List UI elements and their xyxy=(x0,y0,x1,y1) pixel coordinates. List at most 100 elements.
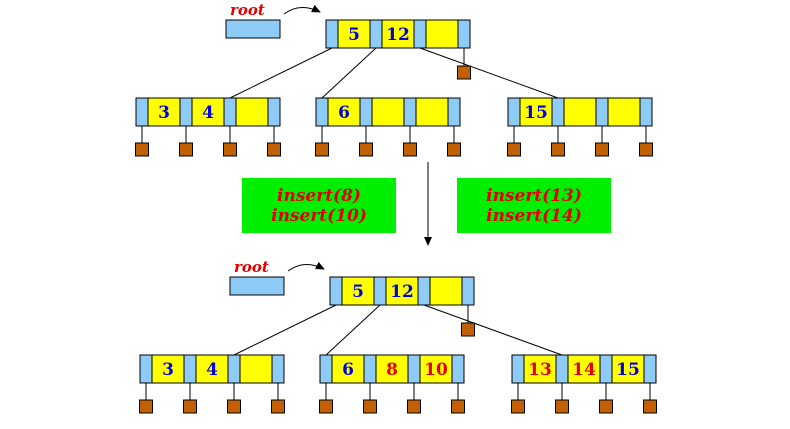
leaf-node: 6 xyxy=(315,97,461,127)
key-slot xyxy=(429,276,463,306)
tree-edge xyxy=(321,47,377,99)
key-value: 10 xyxy=(424,360,448,380)
tree-edge xyxy=(419,47,559,99)
child-pointer xyxy=(599,399,613,414)
key-slot xyxy=(337,19,371,49)
key-slot xyxy=(375,354,409,384)
pointer-slot xyxy=(359,97,373,127)
tree-edge xyxy=(229,47,333,99)
child-pointer xyxy=(457,65,471,80)
child-pointer xyxy=(595,142,609,157)
root-pointer-box xyxy=(225,19,281,39)
key-value: 13 xyxy=(528,360,552,380)
pointer-slot xyxy=(555,354,569,384)
pointer-slot xyxy=(223,97,237,127)
root-pointer-box xyxy=(229,276,285,296)
key-slot xyxy=(607,97,641,127)
pointer-slot xyxy=(511,354,525,384)
pointer-slot xyxy=(315,97,329,127)
pointer-slot xyxy=(639,97,653,127)
leaf-node: 6 8 10 xyxy=(319,354,465,384)
child-pointer xyxy=(223,142,237,157)
key-value: 4 xyxy=(202,103,214,123)
key-value: 5 xyxy=(348,25,360,45)
pointer-slot xyxy=(329,276,343,306)
pointer-slot xyxy=(267,97,281,127)
pointer-slot xyxy=(271,354,285,384)
pointer-slot xyxy=(599,354,613,384)
pointer-slot xyxy=(643,354,657,384)
pointer-slot xyxy=(417,276,431,306)
child-pointer xyxy=(451,399,465,414)
operation-box-left: insert(8) insert(10) xyxy=(242,178,396,233)
pointer-slot xyxy=(135,97,149,127)
operation-line: insert(13) xyxy=(486,185,582,206)
child-pointer xyxy=(271,399,285,414)
child-pointer xyxy=(227,399,241,414)
key-value: 6 xyxy=(342,360,354,380)
root-node: 5 12 xyxy=(329,276,475,306)
child-pointer xyxy=(179,142,193,157)
pointer-slot xyxy=(325,19,339,49)
child-pointer xyxy=(643,399,657,414)
key-slot xyxy=(341,276,375,306)
child-pointer xyxy=(555,399,569,414)
key-value: 3 xyxy=(158,103,170,123)
key-slot xyxy=(239,354,273,384)
child-pointer xyxy=(461,322,475,337)
pointer-slot xyxy=(595,97,609,127)
operation-box-right: insert(13) insert(14) xyxy=(457,178,611,233)
root-pointer-arrow xyxy=(283,4,321,15)
key-slot xyxy=(327,97,361,127)
key-slot xyxy=(523,354,557,384)
root-label: root xyxy=(230,1,265,19)
child-pointer xyxy=(507,142,521,157)
key-value: 6 xyxy=(338,103,350,123)
key-value: 14 xyxy=(572,360,596,380)
key-slot xyxy=(381,19,415,49)
key-value: 8 xyxy=(386,360,398,380)
child-pointer xyxy=(407,399,421,414)
tree-edge xyxy=(325,304,381,356)
key-slot xyxy=(235,97,269,127)
key-value: 4 xyxy=(206,360,218,380)
tree-edge xyxy=(423,304,563,356)
key-slot xyxy=(567,354,601,384)
child-pointer xyxy=(447,142,461,157)
root-pointer-arrow xyxy=(287,261,325,272)
root-label: root xyxy=(234,258,269,276)
key-value: 12 xyxy=(386,25,410,45)
pointer-slot xyxy=(373,276,387,306)
pointer-slot xyxy=(451,354,465,384)
child-pointer xyxy=(315,142,329,157)
key-slot xyxy=(563,97,597,127)
pointer-slot xyxy=(227,354,241,384)
key-slot xyxy=(425,19,459,49)
pointer-slot xyxy=(413,19,427,49)
pointer-slot xyxy=(507,97,521,127)
tree-edge xyxy=(233,304,337,356)
key-value: 5 xyxy=(352,282,364,302)
key-value: 15 xyxy=(616,360,640,380)
key-value: 12 xyxy=(390,282,414,302)
key-slot xyxy=(519,97,553,127)
child-pointer xyxy=(359,142,373,157)
key-value: 15 xyxy=(524,103,548,123)
root-node: 5 12 xyxy=(325,19,471,49)
operation-line: insert(14) xyxy=(486,205,582,226)
key-slot xyxy=(415,97,449,127)
pointer-slot xyxy=(369,19,383,49)
child-pointer xyxy=(267,142,281,157)
pointer-slot xyxy=(457,19,471,49)
key-slot xyxy=(371,97,405,127)
pointer-slot xyxy=(363,354,377,384)
pointer-slot xyxy=(139,354,153,384)
key-value: 3 xyxy=(162,360,174,380)
pointer-slot xyxy=(461,276,475,306)
leaf-node: 15 xyxy=(507,97,653,127)
